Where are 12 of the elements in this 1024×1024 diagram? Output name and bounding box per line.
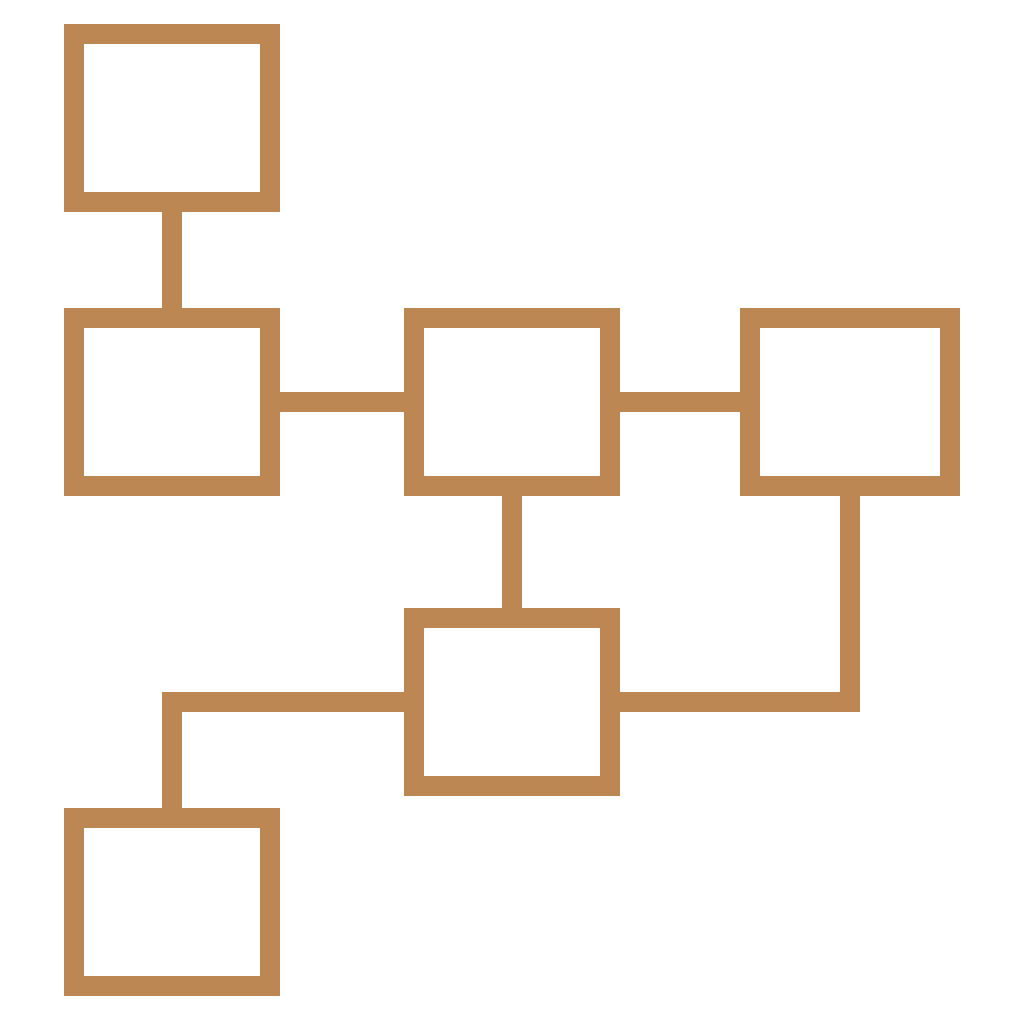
connector-line	[620, 496, 860, 712]
box-node	[64, 308, 280, 496]
connector-line	[162, 212, 182, 308]
connector-line	[502, 496, 522, 608]
box-node	[64, 24, 280, 212]
connector-line	[162, 692, 404, 808]
box-node	[64, 808, 280, 996]
connector-line	[620, 392, 740, 412]
box-node	[404, 608, 620, 796]
box-node	[404, 308, 620, 496]
connector-line	[280, 392, 404, 412]
box-node	[740, 308, 960, 496]
